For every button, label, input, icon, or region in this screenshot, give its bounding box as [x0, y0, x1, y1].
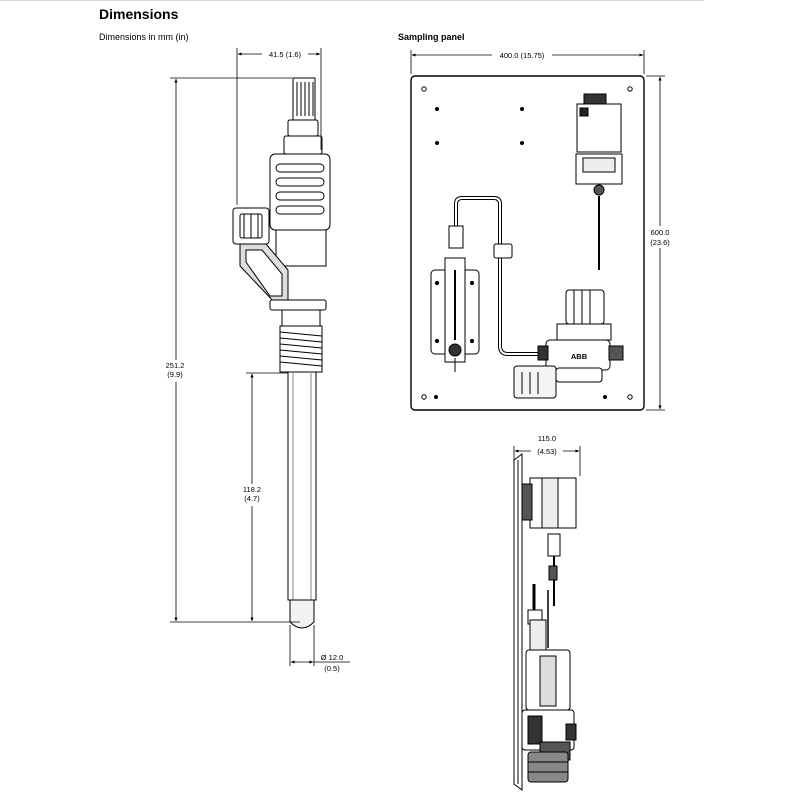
units-note: Dimensions in mm (in)	[99, 32, 189, 42]
probe-length-inch-label: (4.7)	[244, 494, 260, 503]
panel-dimension-labels: 400.0 (15.75) 600.0 (23.6)	[492, 50, 675, 248]
sensor-dimensions	[170, 48, 350, 666]
sampling-panel-front: ABB	[410, 75, 645, 411]
side-dimension-labels: 115.0 (4.53)	[531, 434, 563, 456]
sampling-panel-side	[513, 453, 577, 791]
page-title: Dimensions	[99, 6, 179, 22]
side-depth-label: 115.0	[538, 434, 556, 443]
sensor-dimension-labels: 41.5 (1.6) 251.2 (9.9) 118.2 (4.7) Ø 12.…	[160, 49, 343, 673]
top-divider	[0, 0, 704, 1]
panel-height-inch-label: (23.6)	[650, 238, 670, 247]
side-depth-inch-label: (4.53)	[537, 447, 557, 456]
sensor-length-label: 251.2	[166, 361, 185, 370]
probe-diameter-label: Ø 12.0	[321, 653, 344, 662]
abb-logo: ABB	[571, 352, 588, 361]
panel-height-label: 600.0	[651, 228, 670, 237]
sampling-panel-title: Sampling panel	[398, 32, 465, 42]
probe-diameter-inch-label: (0.5)	[324, 664, 340, 673]
sensor-width-label: 41.5 (1.6)	[269, 50, 302, 59]
probe-length-label: 118.2	[243, 485, 261, 494]
sensor-drawing	[232, 77, 331, 629]
panel-width-label: 400.0 (15.75)	[500, 51, 545, 60]
sensor-length-inch-label: (9.9)	[167, 370, 183, 379]
